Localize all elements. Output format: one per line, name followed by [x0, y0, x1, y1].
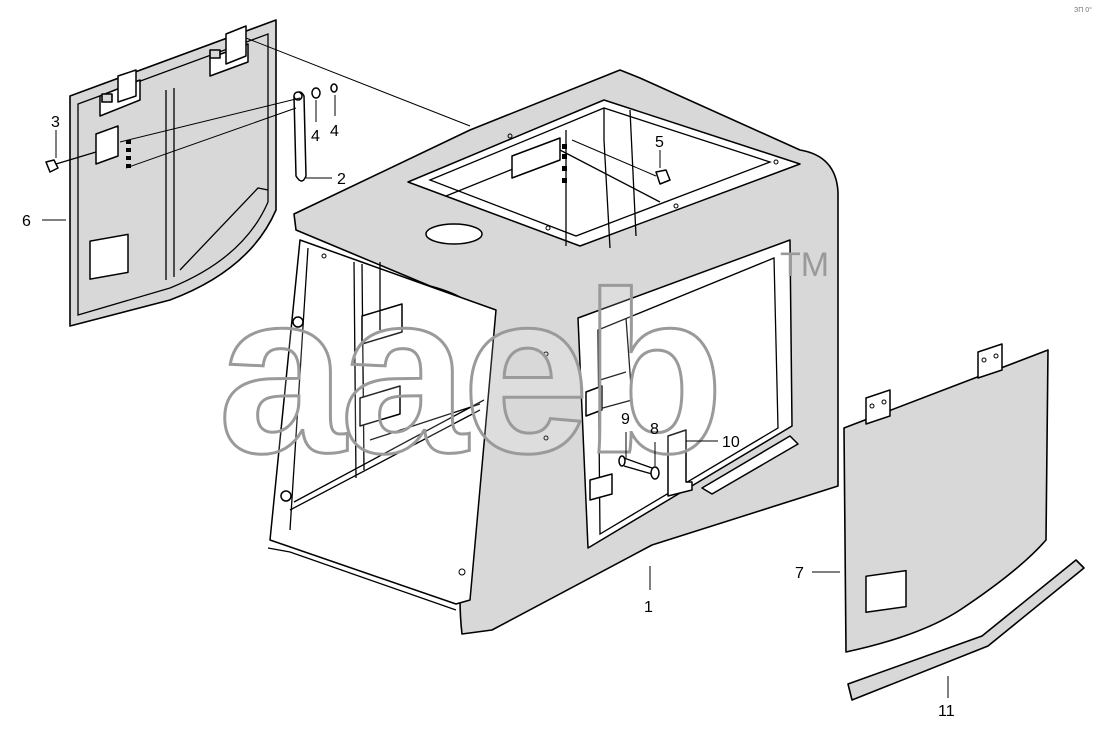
- callout-5: 5: [655, 134, 664, 151]
- part-1-cab-frame: [267, 69, 839, 635]
- part-2-strap: [293, 91, 307, 182]
- part-5-bolt: [571, 139, 671, 185]
- callout-7: 6: [22, 213, 31, 230]
- part-8-washer: [650, 466, 660, 480]
- part-10-bracket: [667, 429, 693, 497]
- callout-leaders: [42, 95, 949, 698]
- part-11-trim-strip: [847, 559, 1085, 701]
- part-6-side-door-panel: [843, 343, 1049, 653]
- callout-9: 9: [621, 411, 630, 428]
- callout-2: 2: [337, 171, 346, 188]
- part-4-washers: [311, 83, 338, 99]
- callout-4a: 4: [311, 128, 320, 145]
- callout-4b: 4: [330, 123, 339, 140]
- watermark-text: aaeb: [218, 244, 718, 501]
- corner-mark: ЗП 0°: [1074, 6, 1092, 14]
- watermark-logo: aaeb TM: [217, 243, 830, 503]
- callout-6: 7: [795, 565, 804, 582]
- part-9-pin: [618, 455, 653, 475]
- callout-11: 11: [938, 703, 955, 720]
- callout-labels: 3 4 4 2 5 6 9 8 10 1 7 11: [22, 114, 955, 720]
- callout-8: 8: [650, 421, 659, 438]
- part-3-bolt: [45, 151, 97, 173]
- callout-10: 10: [722, 434, 740, 451]
- part-7-side-door-panel: [69, 19, 277, 327]
- callout-3: 3: [51, 114, 60, 131]
- watermark-tm: TM: [780, 246, 829, 284]
- callout-1: 1: [644, 599, 653, 616]
